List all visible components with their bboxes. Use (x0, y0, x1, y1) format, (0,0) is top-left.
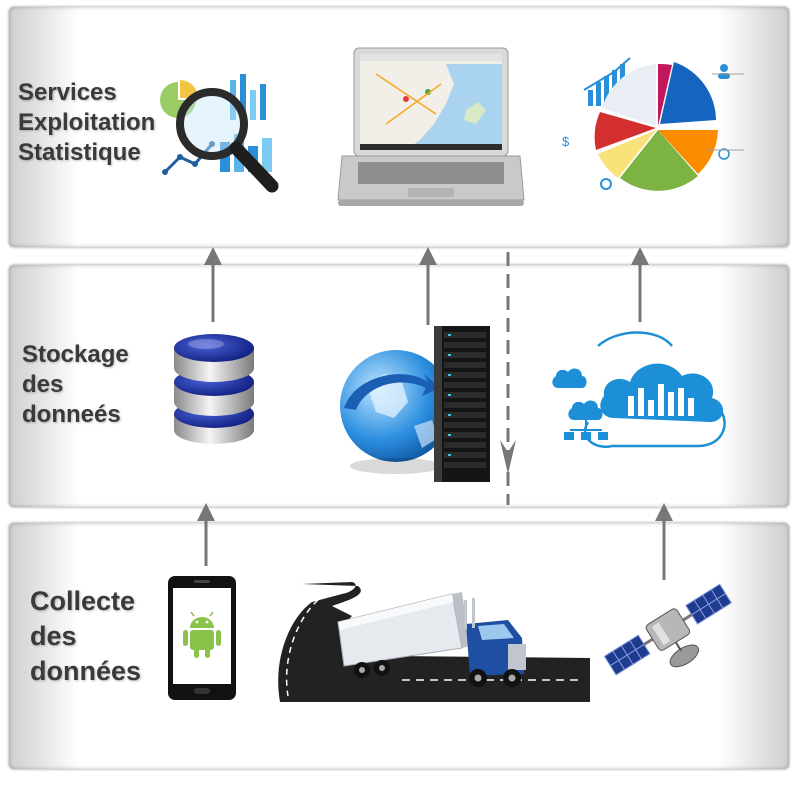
des-label-line: des (30, 621, 77, 652)
android-phone-icon (168, 576, 236, 700)
des-label-line: des (22, 371, 64, 398)
stockage-label-line: Stockage (22, 341, 129, 368)
pie-chart-infographic-icon: $ (562, 57, 744, 191)
database-icon (174, 334, 254, 444)
satellite-icon (603, 583, 733, 676)
cloud-storage-icon (552, 331, 726, 449)
analytics-magnifier-icon (160, 74, 279, 193)
services-label-line: Services (18, 79, 117, 106)
truck-road-icon (278, 582, 590, 702)
donnees-label-line: donneés (22, 401, 121, 428)
dashed-arrowhead-down (500, 440, 516, 474)
globe-server-icon (340, 326, 490, 482)
collecte-label-line: Collecte (30, 586, 136, 616)
laptop-map-icon (337, 47, 525, 206)
services-layer-label: Services Exploitation Statistique (18, 78, 155, 168)
statistique-label-line: Statistique (18, 139, 141, 166)
donnees-label-line: données (30, 656, 142, 687)
svg-text:$: $ (562, 134, 570, 149)
exploitation-label-line: Exploitation (18, 109, 156, 136)
storage-layer-label: Stockage des donneés (22, 340, 129, 430)
collection-layer-label: Collecte des données (30, 584, 141, 689)
